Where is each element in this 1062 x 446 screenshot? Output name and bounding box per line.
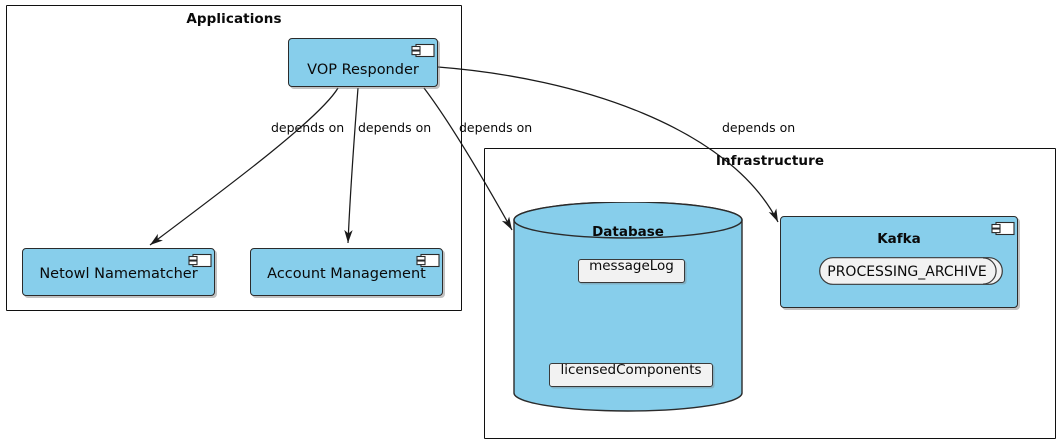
database-item-licensedcomponents[interactable]: licensedComponents: [549, 363, 713, 387]
component-icon: [991, 221, 1015, 236]
queue-processing-archive-label: PROCESSING_ARCHIVE: [827, 264, 987, 280]
component-icon: [188, 253, 212, 268]
component-icon: [416, 253, 440, 268]
component-vop-responder[interactable]: VOP Responder: [288, 38, 438, 87]
edge-label-vop-to-netowl: depends on: [271, 120, 345, 135]
package-infrastructure-title: Infrastructure: [715, 153, 825, 169]
component-kafka-label: Kafka: [877, 231, 921, 247]
queue-processing-archive[interactable]: [819, 257, 1003, 285]
queue-shape: [819, 257, 1003, 285]
database-cylinder[interactable]: Database: [513, 201, 743, 412]
component-netowl-namematcher-label: Netowl Namematcher: [39, 266, 198, 282]
edge-label-vop-to-database: depends on: [459, 120, 533, 135]
component-account-management-label: Account Management: [267, 266, 426, 282]
package-applications: Applications: [6, 5, 462, 311]
edge-label-vop-to-account: depends on: [358, 120, 432, 135]
component-netowl-namematcher[interactable]: Netowl Namematcher: [22, 248, 215, 296]
database-title: Database: [592, 224, 664, 240]
component-account-management[interactable]: Account Management: [250, 248, 443, 296]
component-vop-responder-label: VOP Responder: [307, 62, 419, 78]
component-icon: [411, 43, 435, 58]
database-cylinder-shape: [513, 201, 743, 412]
package-infrastructure: Infrastructure: [484, 148, 1056, 439]
edge-label-vop-to-kafka: depends on: [722, 120, 796, 135]
database-item-licensedcomponents-label: licensedComponents: [560, 362, 702, 378]
database-item-messagelog[interactable]: messageLog: [578, 259, 685, 283]
database-item-messagelog-label: messageLog: [589, 258, 674, 274]
package-applications-title: Applications: [186, 11, 282, 27]
